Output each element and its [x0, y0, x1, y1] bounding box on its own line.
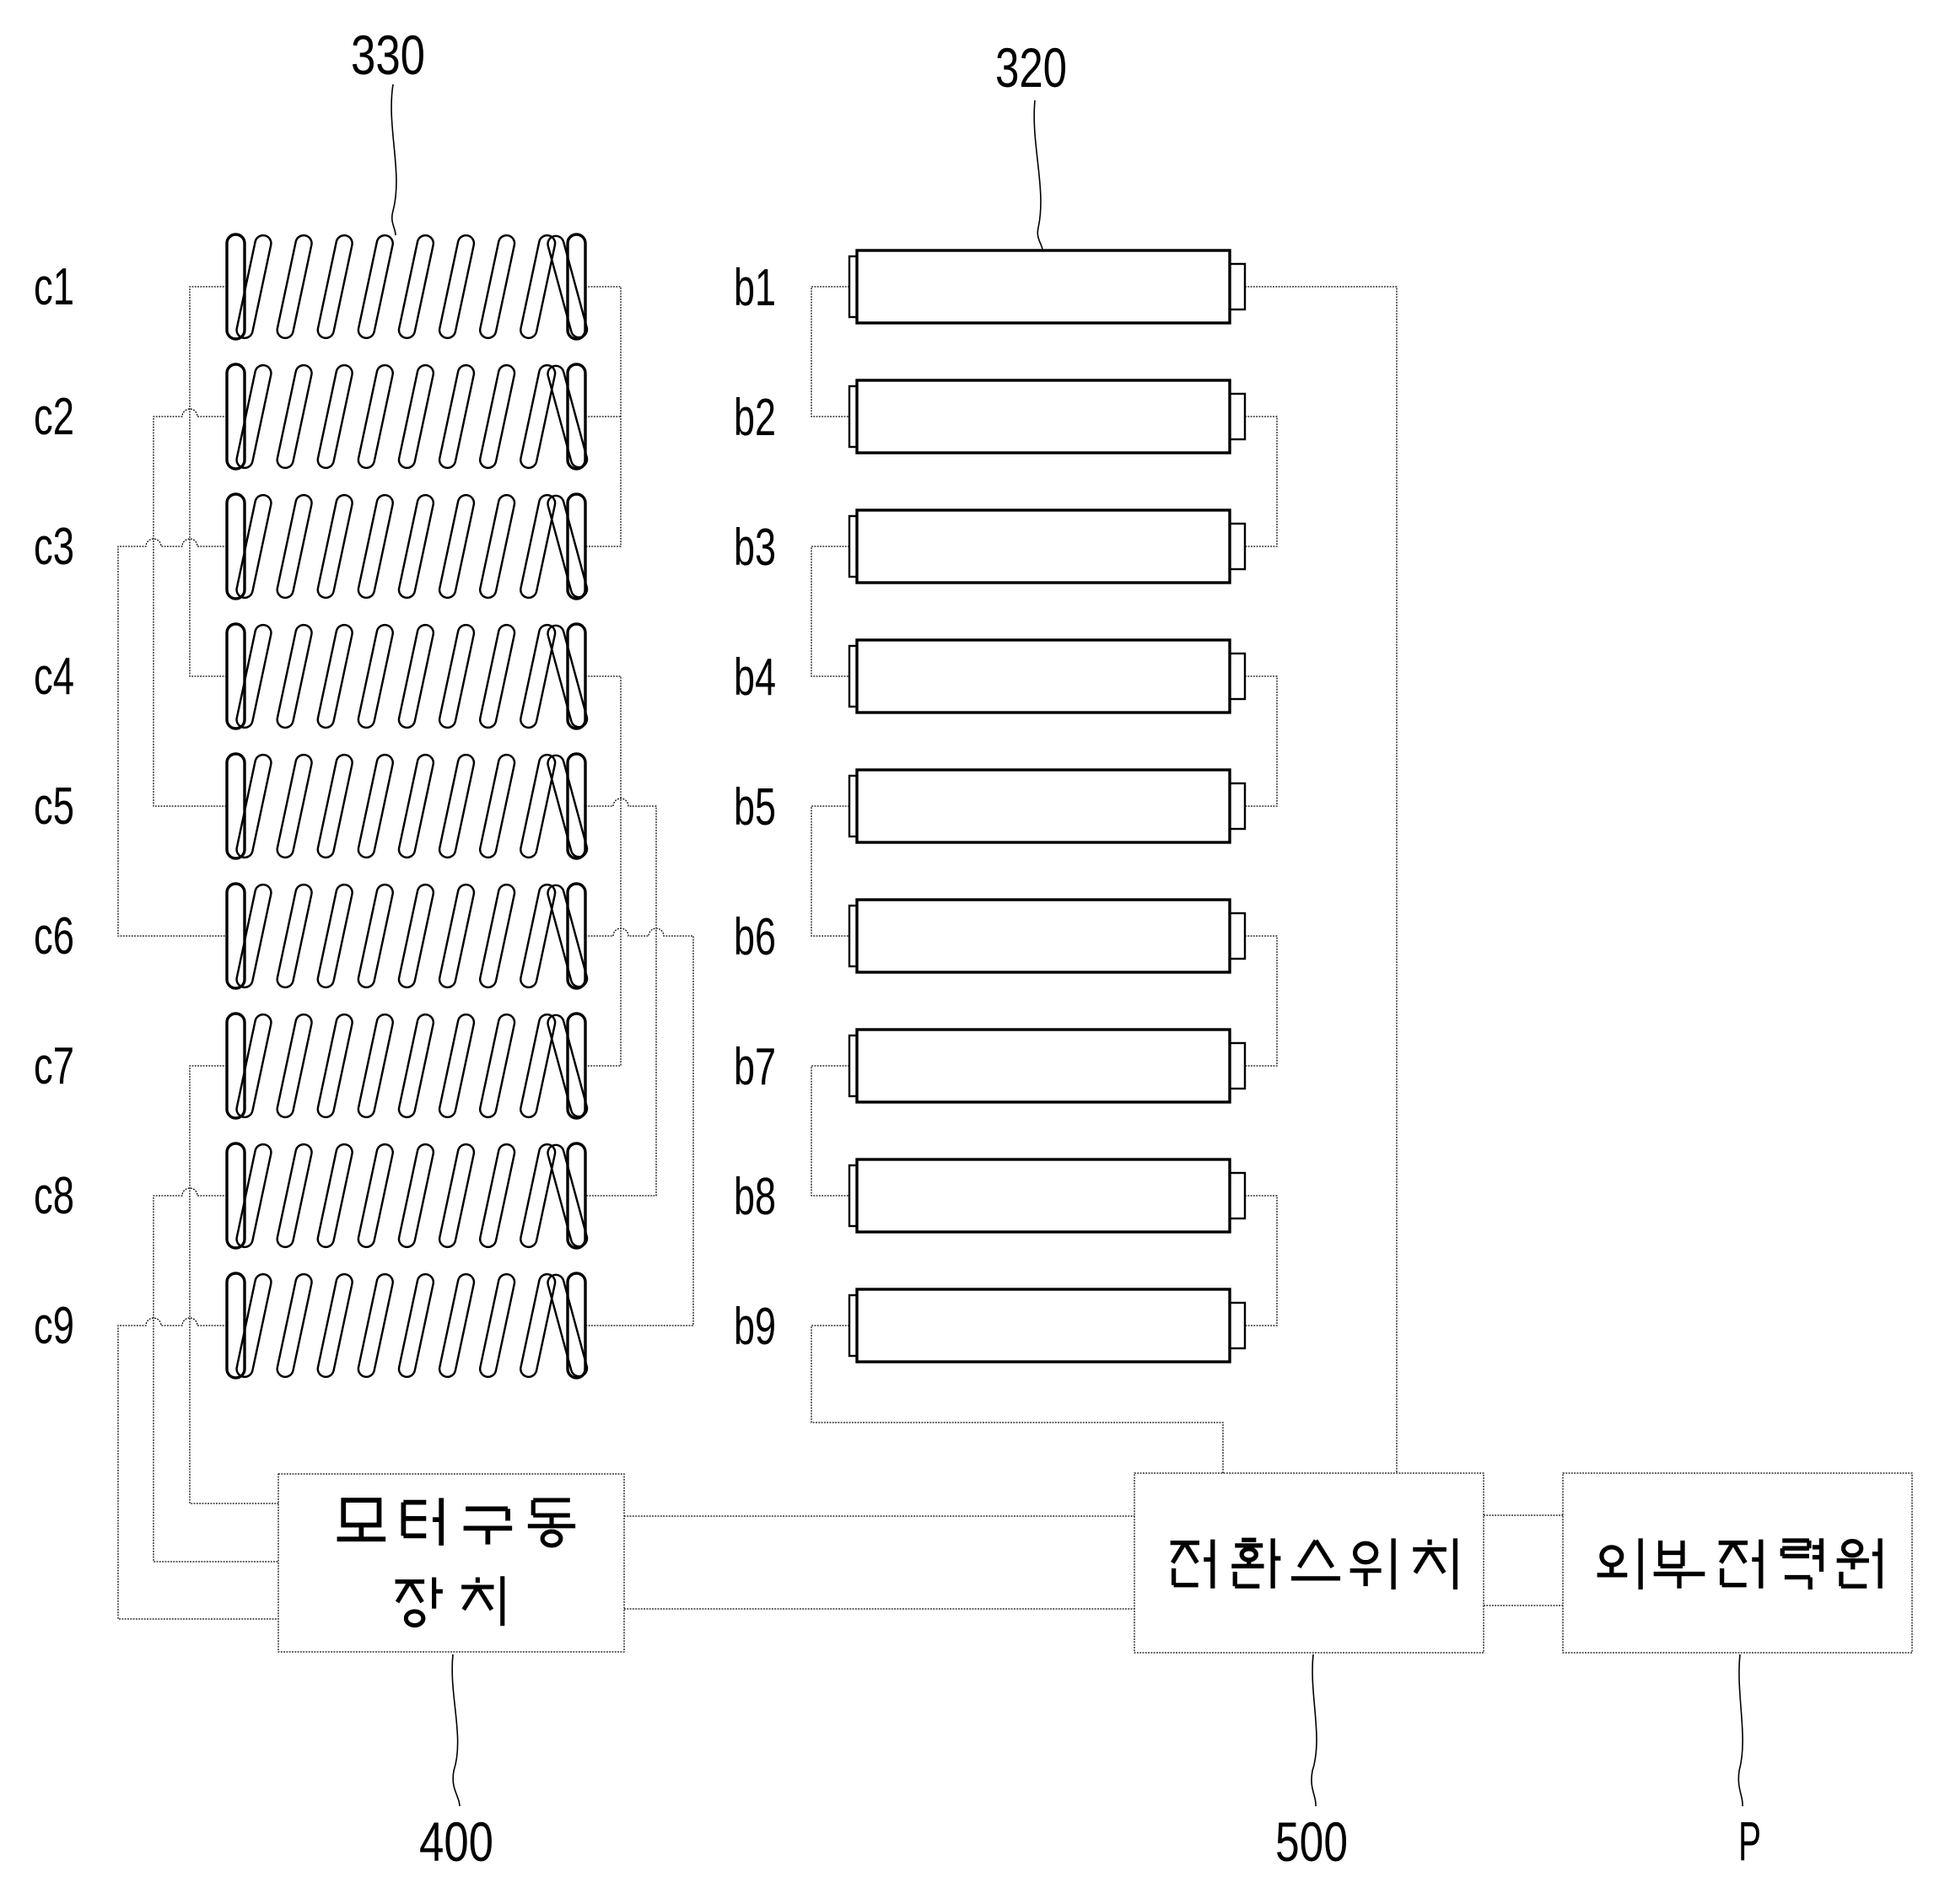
svg-text:c7: c7 [34, 1037, 74, 1095]
svg-text:P: P [1738, 1810, 1761, 1872]
svg-text:320: 320 [995, 36, 1067, 99]
svg-text:b4: b4 [734, 648, 776, 707]
svg-text:b7: b7 [734, 1038, 776, 1096]
svg-text:b8: b8 [734, 1168, 776, 1226]
svg-text:c1: c1 [34, 258, 74, 316]
svg-text:330: 330 [351, 24, 425, 86]
svg-text:c5: c5 [34, 777, 74, 836]
svg-text:c2: c2 [34, 388, 74, 446]
svg-text:c4: c4 [34, 648, 74, 706]
svg-text:c3: c3 [34, 518, 74, 576]
svg-text:b2: b2 [734, 389, 776, 447]
svg-text:c6: c6 [34, 907, 74, 965]
svg-text:b1: b1 [734, 259, 776, 317]
svg-text:b5: b5 [734, 778, 776, 836]
svg-text:b3: b3 [734, 519, 776, 577]
svg-text:b9: b9 [734, 1298, 776, 1356]
svg-text:500: 500 [1275, 1810, 1348, 1873]
svg-text:b6: b6 [734, 908, 776, 966]
svg-text:c8: c8 [34, 1167, 74, 1225]
svg-text:c9: c9 [34, 1297, 74, 1355]
svg-text:400: 400 [419, 1810, 493, 1873]
